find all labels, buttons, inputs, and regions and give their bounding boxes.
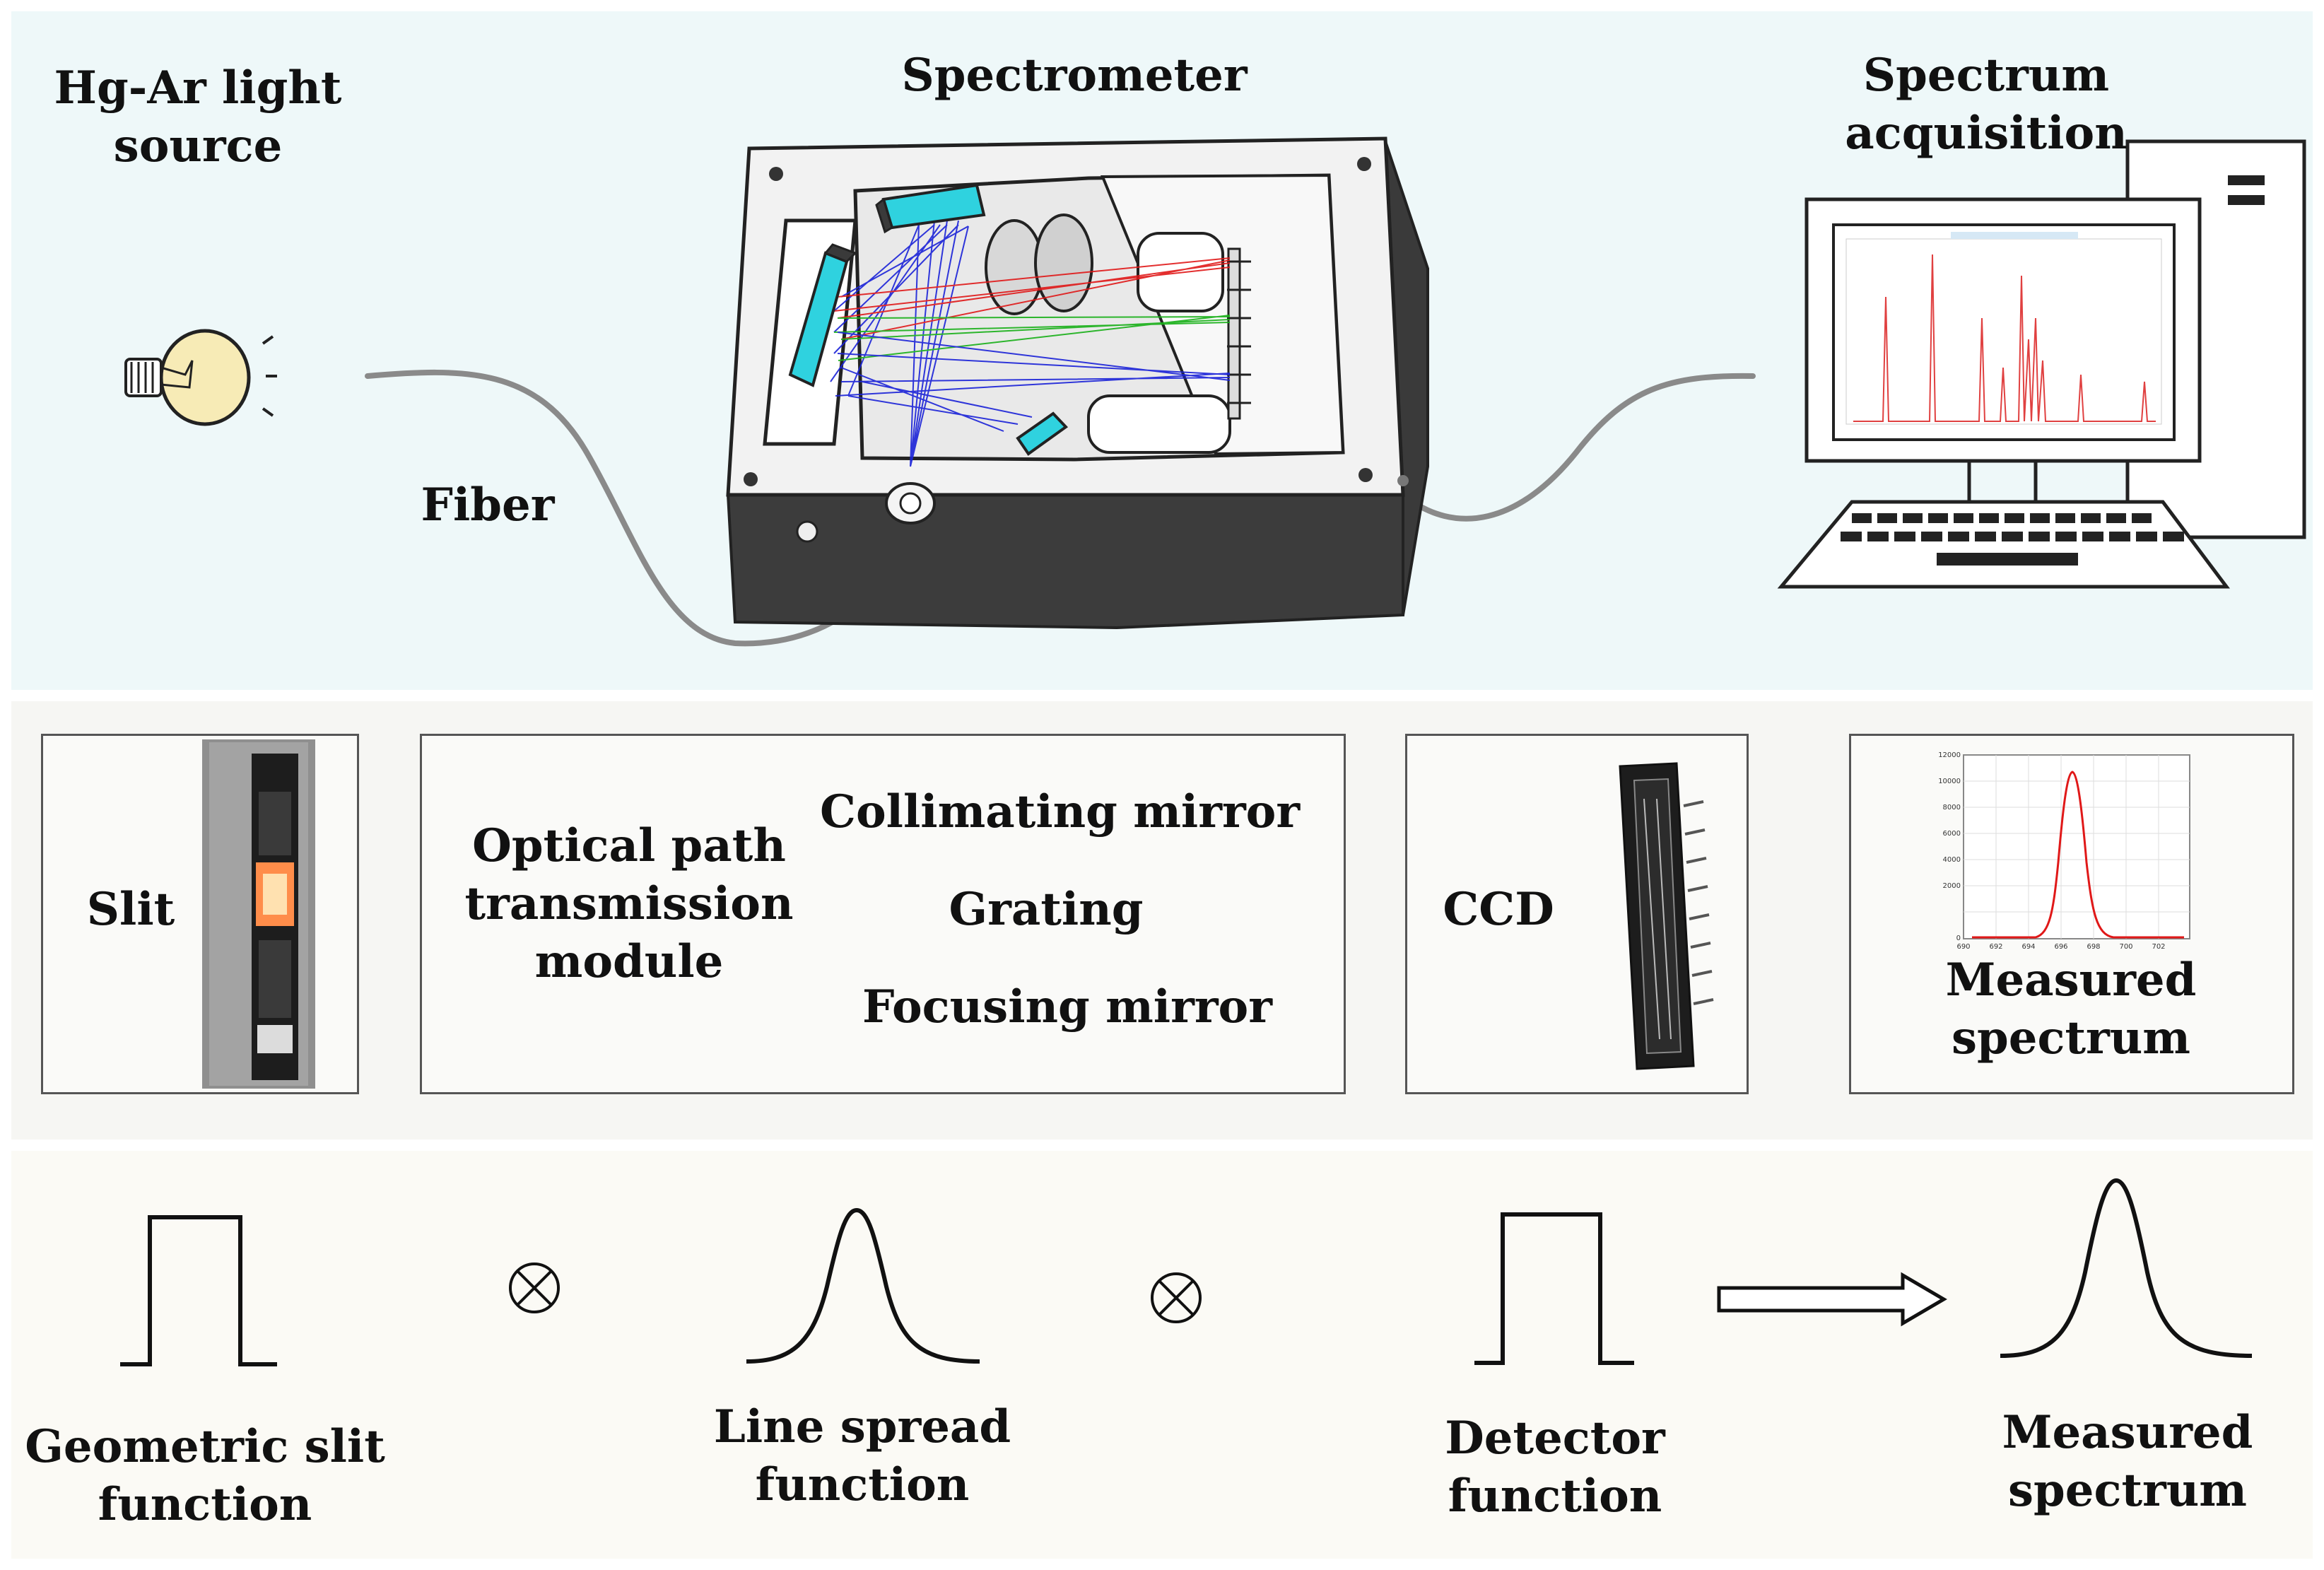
collimating-mirror-label: Collimating mirror [820,785,1301,838]
fiber-label: Fiber [421,479,555,532]
keyboard-keys [1841,513,2184,566]
geometric-slit-line2: function [98,1477,312,1531]
mini-y-tick-12000: 12000 [1938,751,1961,759]
measured-spectrum-shape [2000,1178,2253,1358]
light-source-label: Hg-Ar light source [42,59,353,175]
convolution-operator-1 [509,1263,560,1313]
mini-x-tick-690: 690 [1956,943,1970,951]
mini-x-tick-700: 700 [2119,943,2132,951]
line-spread-line1: Line spread [713,1400,1011,1453]
measured-spectrum-label: Measured spectrum [1951,1404,2304,1520]
screen-spectrum-trace [1853,254,2156,422]
line-spread-function-label: Line spread function [679,1398,1046,1514]
geometric-slit-function-shape [120,1215,277,1366]
mini-x-tick-696: 696 [2054,943,2067,951]
measured-spectrum-line2: spectrum [2008,1463,2247,1517]
light-bulb-icon [124,329,277,426]
slit-photo [202,739,315,1089]
focusing-mirror-label: Focusing mirror [862,980,1272,1033]
detector-function-label: Detector function [1385,1410,1725,1525]
measured-spectrum-line1: Measured [2002,1406,2253,1459]
spectrometer-label: Spectrometer [901,49,1248,102]
result-arrow [1717,1272,1947,1327]
optical-path-line3: module [534,935,724,988]
line-spread-line2: function [755,1458,970,1511]
grating-element [788,243,857,387]
mini-y-tick-6000: 6000 [1943,830,1961,838]
light-source-line1: Hg-Ar light [54,61,342,115]
detector-function-shape [1474,1212,1634,1365]
convolution-operator-2 [1151,1272,1202,1323]
functions-panel [11,1151,2313,1559]
grating-label: Grating [949,883,1144,936]
mini-x-tick-698: 698 [2087,943,2100,951]
geometric-slit-function-label: Geometric slit function [14,1418,396,1534]
mini-x-tick-694: 694 [2021,943,2035,951]
light-rays [830,220,1231,467]
detector-line2: function [1448,1469,1662,1523]
fiber-right [1400,373,1756,522]
optical-path-label: Optical path transmission module [452,817,806,991]
mini-x-tick-692: 692 [1989,943,2002,951]
mini-y-tick-10000: 10000 [1938,778,1961,785]
mini-spectrum-chart: 12000 10000 8000 6000 4000 2000 0 690 69… [1938,751,2190,951]
geometric-slit-line1: Geometric slit [25,1420,385,1473]
detector-line1: Detector [1445,1412,1665,1465]
computer-icon [1777,139,2306,589]
mini-spectrum-curve [1972,771,2184,939]
mini-y-tick-2000: 2000 [1943,882,1961,890]
line-spread-function-shape [746,1207,980,1364]
slit-label: Slit [86,883,175,936]
ccd-label: CCD [1443,883,1554,936]
mini-y-tick-4000: 4000 [1943,856,1961,864]
spectrometer-device [726,136,1429,630]
optical-path-line1: Optical path [472,819,786,872]
acquisition-line1: Spectrum [1862,49,2110,102]
optical-module-box [420,734,1346,1094]
light-source-line2: source [113,119,283,172]
measured-spectrum-box-label: Measured spectrum [1880,951,2262,1067]
ccd-chip [1619,762,1714,1070]
mini-x-tick-702: 702 [2152,943,2165,951]
acquisition-label: Spectrum acquisition [1809,47,2163,163]
mini-y-tick-0: 0 [1956,935,1961,942]
mini-y-tick-8000: 8000 [1943,804,1961,812]
optical-path-line2: transmission [464,877,794,930]
acquisition-line2: acquisition [1845,106,2128,160]
focusing-mirror [1016,411,1069,456]
collimating-mirror [875,183,986,234]
measured-spectrum-box-line2: spectrum [1952,1011,2190,1065]
measured-spectrum-box-line1: Measured [1945,954,2197,1007]
